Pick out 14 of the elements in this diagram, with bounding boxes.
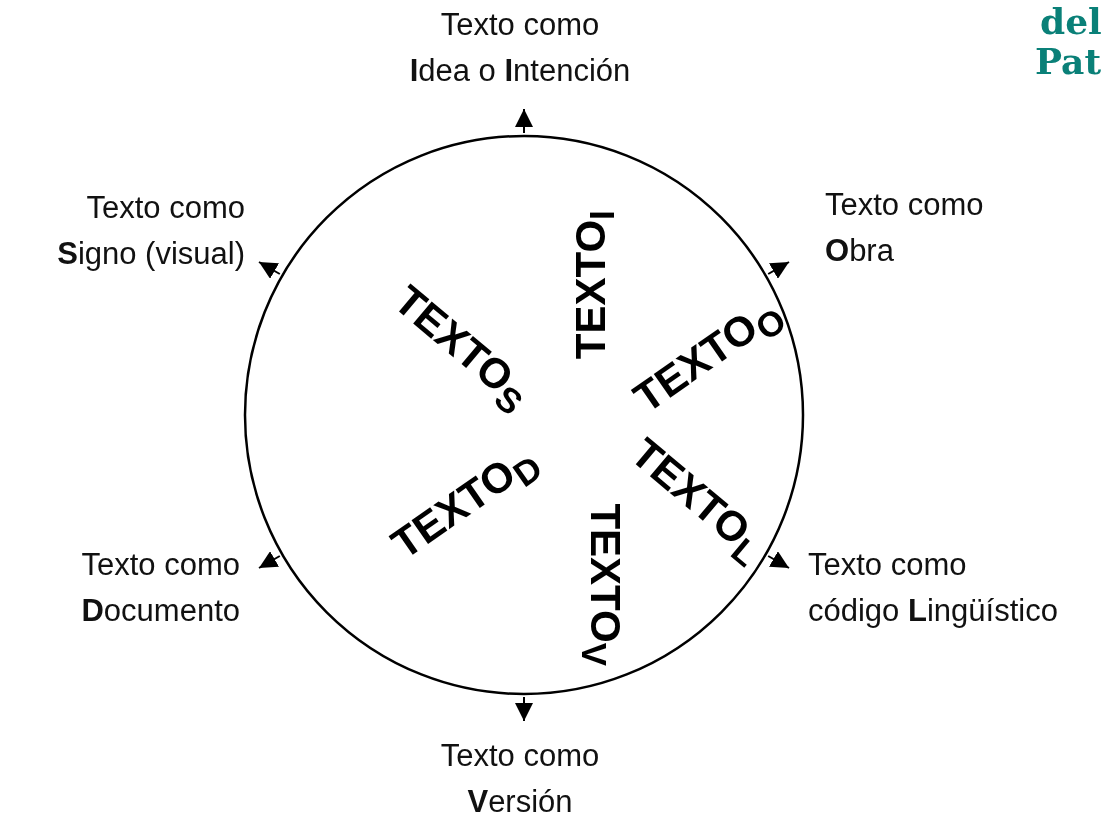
arrow xyxy=(515,696,533,722)
arrow xyxy=(767,551,790,569)
arrow xyxy=(767,261,790,279)
arrow xyxy=(258,261,281,279)
arrow xyxy=(515,108,533,134)
arrow xyxy=(258,551,281,569)
category-label: Texto como Obra xyxy=(825,186,985,270)
category-label: Texto como código Lingüístico xyxy=(808,546,1059,630)
category-label: Texto como Versión xyxy=(439,737,601,821)
heading-fragment: del xyxy=(1040,0,1102,42)
category-label: Texto como Documento xyxy=(80,546,240,630)
category-label: Texto como Idea o Intención xyxy=(408,6,632,90)
category-label: Texto como Signo (visual) xyxy=(56,189,245,273)
heading-fragment: Pat xyxy=(1035,40,1102,82)
